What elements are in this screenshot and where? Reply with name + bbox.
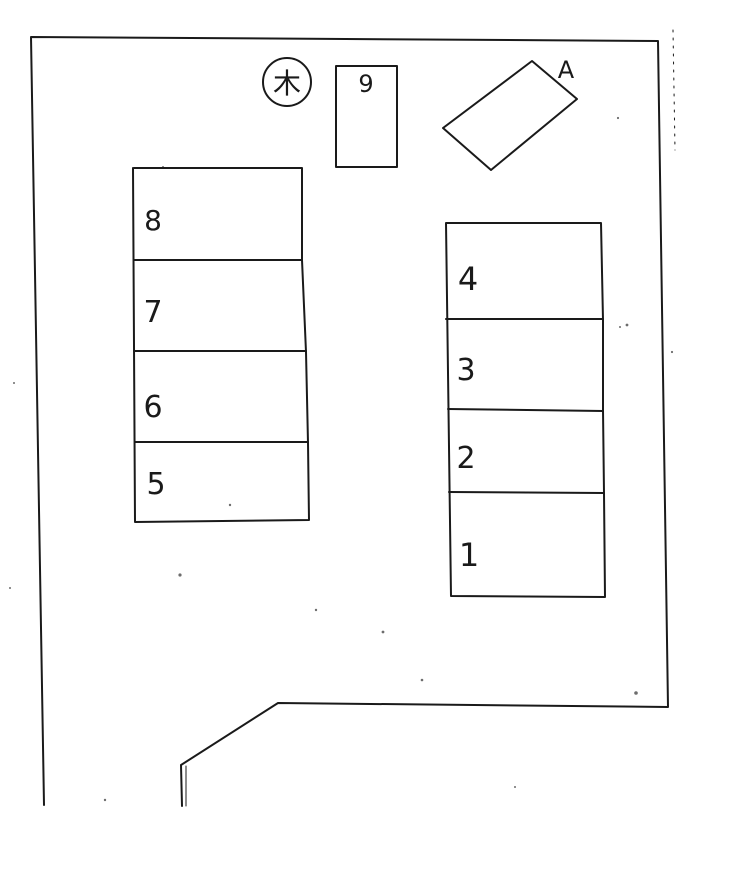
space-6-label: 6 [143,390,162,425]
parking-space-2: 2 [456,441,475,476]
space-3-label: 3 [456,353,475,388]
space-7-label: 7 [143,295,162,330]
space-8-label: 8 [144,204,162,237]
parking-space-5: 5 [146,467,165,502]
tree-symbol-label: 木 [273,67,301,100]
space-2-label: 2 [456,441,475,476]
lot-boundary [30,29,676,807]
space-4-label: 4 [458,260,478,298]
space-5-label: 5 [146,467,165,502]
space-9-label: 9 [358,70,373,98]
parking-space-1: 1 [459,536,479,574]
right-parking-block [445,222,606,598]
parking-space-9: 9 [335,65,398,168]
scan-specks [9,116,674,802]
tree-icon: 木 [262,57,312,107]
parking-space-3: 3 [456,353,475,388]
left-parking-block [132,167,310,523]
space-A-label: A [558,56,575,84]
parking-space-4: 4 [458,260,478,298]
parking-space-8: 8 [144,204,162,237]
parking-space-7: 7 [143,295,162,330]
parking-space-6: 6 [143,390,162,425]
space-1-label: 1 [459,536,479,574]
parking-space-A: A [442,56,578,171]
